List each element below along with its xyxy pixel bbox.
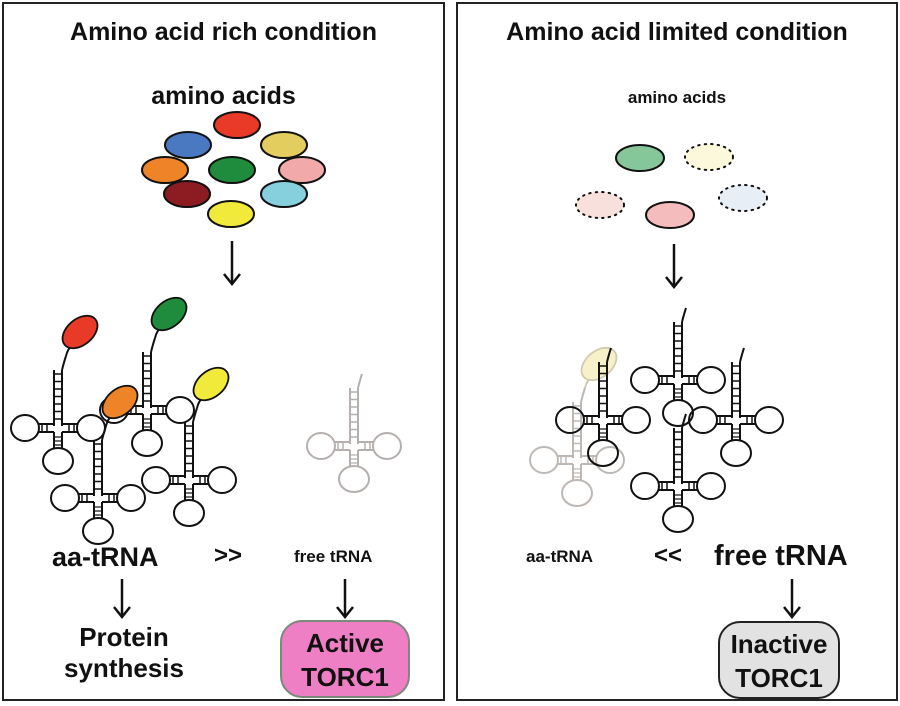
torc-line-2: TORC1 bbox=[301, 662, 389, 692]
panel-amino-acid-limited: Amino acid limited condition amino acids… bbox=[456, 2, 898, 701]
trna-tail bbox=[61, 355, 67, 371]
amino-acid bbox=[141, 156, 189, 184]
protein-synthesis-label: Protein synthesis bbox=[54, 622, 194, 684]
d-loop bbox=[630, 366, 660, 394]
down-arrow bbox=[113, 579, 131, 620]
amino-acid bbox=[615, 144, 665, 172]
trna-tail bbox=[192, 407, 198, 423]
d-loop bbox=[141, 466, 171, 494]
depleted-amino-acid bbox=[575, 191, 625, 219]
free-trna bbox=[630, 413, 726, 533]
panel-amino-acid-rich: Amino acid rich condition amino acids aa… bbox=[2, 2, 445, 701]
aa-trna-label: aa-tRNA bbox=[526, 547, 594, 566]
torc-line-2: TORC1 bbox=[735, 663, 823, 693]
t-loop bbox=[696, 366, 726, 394]
amino-acid bbox=[260, 180, 308, 208]
panel-title: Amino acid rich condition bbox=[70, 18, 377, 46]
trna-tail bbox=[101, 425, 107, 441]
left-diagram bbox=[10, 111, 402, 620]
t-loop bbox=[76, 414, 106, 442]
charged-amino-acid bbox=[192, 366, 230, 402]
anticodon-loop bbox=[720, 439, 752, 467]
down-arrow bbox=[223, 241, 241, 287]
trna-tail bbox=[681, 413, 687, 429]
depleted-amino-acid bbox=[718, 184, 768, 212]
anticodon-loop bbox=[82, 517, 114, 545]
charged-trna bbox=[10, 355, 106, 475]
charged-trna-faded bbox=[529, 387, 625, 507]
free-trna bbox=[555, 347, 651, 467]
down-arrow bbox=[336, 579, 354, 620]
right-diagram bbox=[529, 143, 801, 620]
amino-acids-label: amino acids bbox=[151, 82, 296, 110]
outcome-line-1: Protein bbox=[79, 622, 169, 652]
down-arrow bbox=[665, 244, 683, 290]
anticodon-loop bbox=[587, 439, 619, 467]
anticodon-loop bbox=[662, 399, 694, 427]
panel-title: Amino acid limited condition bbox=[506, 18, 848, 46]
d-loop bbox=[688, 406, 718, 434]
t-loop bbox=[595, 446, 625, 474]
trna-tail bbox=[357, 373, 363, 389]
torc-line-1: Inactive bbox=[730, 629, 828, 659]
arrow-head bbox=[783, 606, 801, 620]
active-torc1-box: Active TORC1 bbox=[280, 620, 410, 698]
arrow-head bbox=[113, 606, 131, 620]
d-loop bbox=[630, 472, 660, 500]
anticodon-loop bbox=[173, 499, 205, 527]
aa-trna-label: aa-tRNA bbox=[52, 542, 159, 572]
t-loop bbox=[621, 406, 651, 434]
anticodon-loop bbox=[42, 447, 74, 475]
arrow-head bbox=[336, 606, 354, 620]
amino-acid bbox=[260, 131, 308, 159]
d-loop bbox=[306, 432, 336, 460]
t-loop bbox=[207, 466, 237, 494]
t-loop bbox=[372, 432, 402, 460]
d-loop bbox=[555, 406, 585, 434]
charged-amino-acid bbox=[101, 384, 139, 420]
outcome-line-2: synthesis bbox=[64, 653, 184, 683]
d-loop bbox=[10, 414, 40, 442]
d-loop bbox=[50, 484, 80, 512]
anticodon-loop bbox=[338, 465, 370, 493]
amino-acid bbox=[645, 201, 695, 229]
free-trna-label: free tRNA bbox=[294, 547, 373, 566]
amino-acid bbox=[278, 156, 326, 184]
amino-acids-label: amino acids bbox=[627, 88, 727, 107]
depleted-amino-acid bbox=[684, 143, 734, 171]
arrow-head bbox=[665, 276, 683, 290]
free-trna bbox=[688, 347, 784, 467]
amino-acid bbox=[207, 200, 255, 228]
anticodon-loop bbox=[561, 479, 593, 507]
trna-tail bbox=[606, 347, 612, 363]
t-loop bbox=[165, 396, 195, 424]
charged-trna bbox=[141, 407, 237, 527]
anticodon-loop bbox=[131, 429, 163, 457]
free-trna bbox=[630, 307, 726, 427]
amino-acid bbox=[164, 131, 212, 159]
inactive-torc1-box: Inactive TORC1 bbox=[718, 621, 840, 699]
comparison-symbol: << bbox=[654, 542, 683, 569]
comparison-symbol: >> bbox=[214, 542, 243, 569]
trna-tail bbox=[150, 337, 156, 353]
amino-acid bbox=[163, 180, 211, 208]
charged-amino-acid bbox=[150, 296, 188, 332]
torc-line-1: Active bbox=[305, 628, 385, 658]
free-trna-label: free tRNA bbox=[714, 540, 848, 572]
amino-acid bbox=[208, 156, 256, 184]
trna-tail bbox=[580, 387, 586, 403]
t-loop bbox=[754, 406, 784, 434]
amino-acid bbox=[213, 111, 261, 139]
t-loop bbox=[116, 484, 146, 512]
charged-amino-acid bbox=[61, 314, 99, 350]
trna-tail bbox=[739, 347, 745, 363]
arrow-head bbox=[223, 273, 241, 287]
t-loop bbox=[696, 472, 726, 500]
anticodon-loop bbox=[662, 505, 694, 533]
d-loop bbox=[529, 446, 559, 474]
charged-trna bbox=[50, 425, 146, 545]
down-arrow bbox=[783, 579, 801, 620]
trna-tail bbox=[681, 307, 687, 323]
free-trna bbox=[306, 373, 402, 493]
